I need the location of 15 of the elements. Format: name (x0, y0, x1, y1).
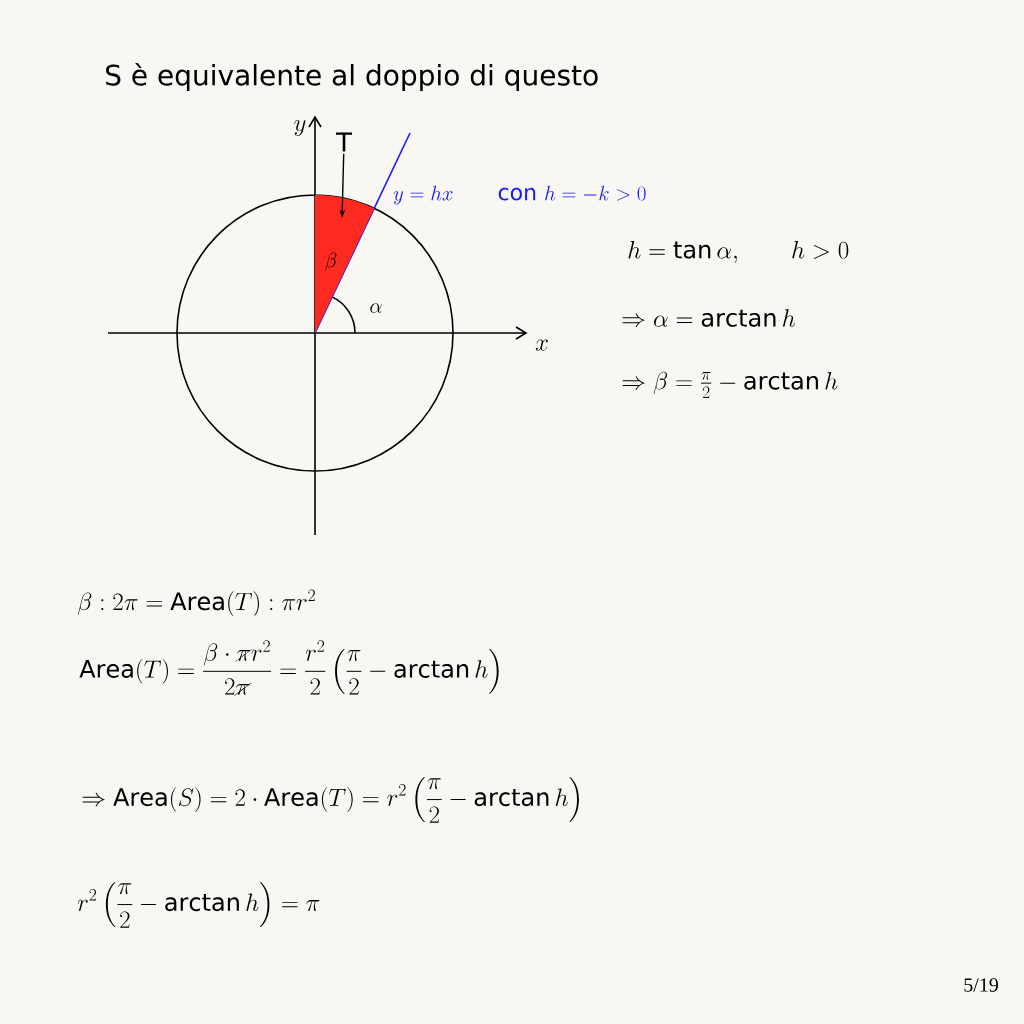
line-equation: $y = hx \qquad \mathrm{con}\ h = -k > 0$ (393, 185, 646, 205)
angle-label: $\alpha$ (370, 303, 382, 313)
region-label: T (336, 132, 353, 152)
angle-label: $\beta$ (325, 252, 337, 272)
formula: $\Rightarrow \mathrm{Area}(S) = 2 \cdot \mathrm{Area}(T) = r^2\left(\frac{\pi}{2} - \arctan h\right)$ (82, 777, 579, 823)
page-number: 5/19 (964, 978, 998, 992)
axis-label: $x$ (535, 339, 548, 351)
formula: $\Rightarrow \beta = \frac{\pi}{2} - \arctan h$ (622, 371, 838, 398)
formula: $h = \tan\alpha , \qquad h > 0$ (628, 240, 849, 263)
title: S è equivalente al doppio di questo (106, 62, 598, 92)
formula: $\mathrm{Area}(T) = \frac{\beta \cdot \cancel{\pi} r^2}{2\cancel{\pi}} = \frac{r^2}{2}\left(\frac{\pi}{2} - \arctan h\right)$ (79, 640, 499, 696)
axis-label: $y$ (294, 119, 306, 136)
formula: $\Rightarrow \alpha = \arctan h$ (622, 309, 795, 328)
formula: $\beta : 2\pi = \mathrm{Area}(T) : \pi r^2$ (77, 589, 315, 617)
formula: $r^2\left(\frac{\pi}{2} - \arctan h\right) = \pi$ (77, 882, 320, 928)
